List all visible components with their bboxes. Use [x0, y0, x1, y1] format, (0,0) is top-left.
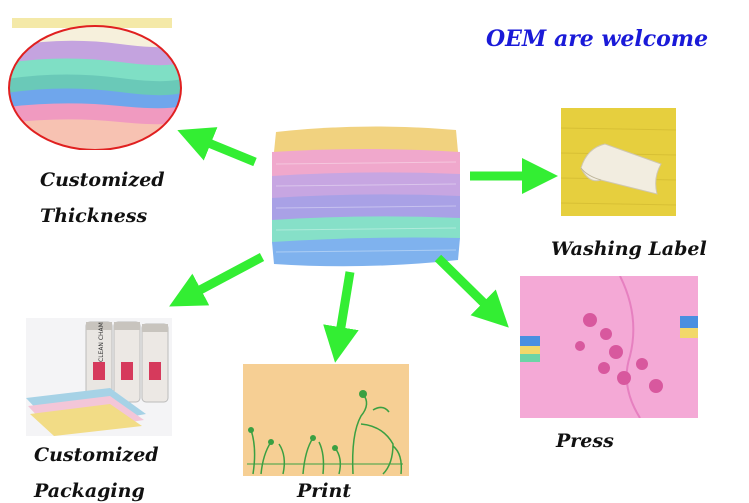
caption-packaging-line2: Packaging	[34, 480, 145, 502]
print-photo	[243, 364, 409, 476]
towel-stack-photo	[266, 124, 464, 270]
arrow-to-print	[323, 271, 359, 363]
arrow-to-press	[434, 254, 509, 328]
packaging-photo: CLEAN CHAM	[26, 318, 172, 436]
thickness-photo	[0, 18, 190, 150]
caption-thickness-line2: Thickness	[40, 205, 148, 227]
arrow-to-thickness	[177, 127, 257, 167]
caption-print: Print	[297, 480, 352, 502]
press-photo	[520, 276, 698, 418]
page-title: OEM are welcome	[486, 26, 709, 52]
caption-press: Press	[556, 430, 614, 452]
arrow-to-packaging	[169, 253, 265, 307]
caption-washing-label: Washing Label	[551, 238, 707, 260]
packaging-tube-label: CLEAN CHAM	[98, 322, 105, 362]
caption-packaging-line1: Customized	[34, 444, 159, 466]
caption-thickness-line1: Customized	[40, 169, 165, 191]
washing-label-photo	[561, 108, 676, 216]
